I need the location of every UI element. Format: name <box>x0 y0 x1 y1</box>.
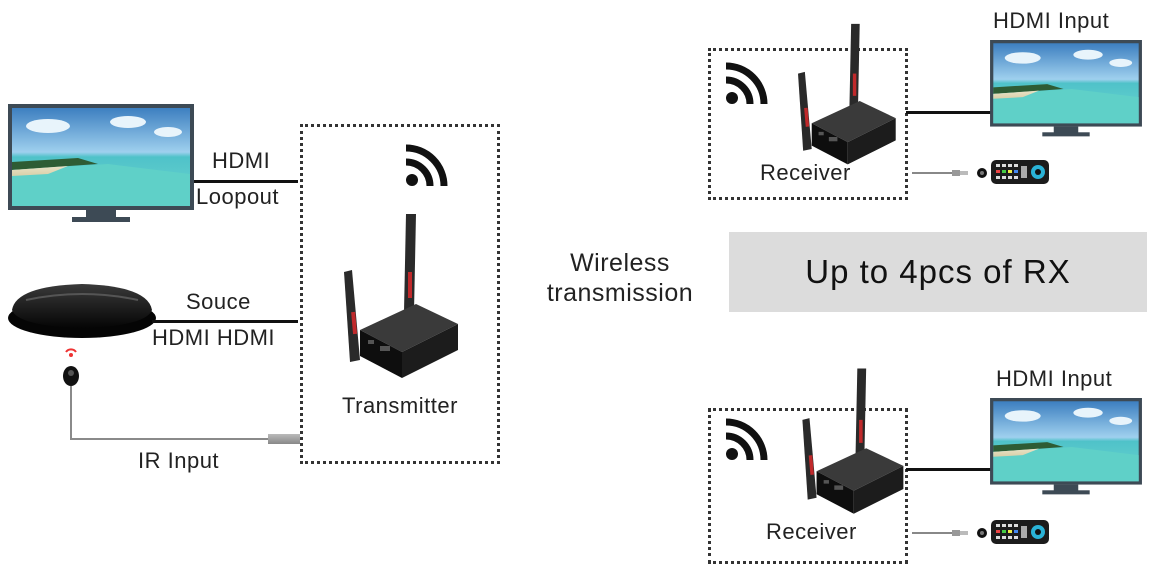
hdmi-label: HDMI <box>212 148 271 173</box>
media-player-icon <box>8 284 156 338</box>
hdmi-input-label-bottom: HDMI Input <box>996 366 1113 391</box>
wifi-icon <box>404 140 452 188</box>
ir-input-label: IR Input <box>138 448 220 473</box>
ir-cable-horizontal <box>70 438 270 440</box>
rx-count-banner: Up to 4pcs of RX <box>729 232 1147 312</box>
receiver-label-bottom: Receiver <box>766 519 857 544</box>
transmitter-label: Transmitter <box>342 393 458 418</box>
receiver-device-icon <box>786 22 906 168</box>
receiver-box-bottom <box>708 408 908 564</box>
hdmi-loopout-line <box>194 180 298 183</box>
tv-icon <box>990 40 1142 138</box>
hdmi-line-bottom <box>906 468 992 471</box>
ir-plug-icon <box>268 434 300 444</box>
ir-receiver-cable-icon <box>912 166 1002 180</box>
wifi-icon <box>724 58 772 106</box>
hdmi-hdmi-label: HDMI HDMI <box>152 325 276 350</box>
source-hdmi-line <box>152 320 298 323</box>
receiver-box-top <box>708 48 908 200</box>
hdmi-line-top <box>906 111 992 114</box>
wifi-icon <box>724 414 772 462</box>
receiver-label-top: Receiver <box>760 160 851 185</box>
souce-label: Souce <box>186 289 251 314</box>
wireless-transmission-label: Wireless transmission <box>530 248 710 308</box>
ir-sensor-icon <box>63 348 79 386</box>
transmitter-device-icon <box>330 212 470 382</box>
tv-icon <box>8 104 194 224</box>
wireless-label-line1: Wireless <box>570 249 670 277</box>
remote-control-icon <box>990 518 1054 546</box>
loopout-label: Loopout <box>196 184 280 209</box>
wireless-label-line2: transmission <box>546 279 694 307</box>
hdmi-input-label-top: HDMI Input <box>993 8 1110 33</box>
receiver-device-icon <box>790 354 914 530</box>
remote-control-icon <box>990 158 1054 186</box>
ir-receiver-cable-icon <box>912 526 1002 540</box>
ir-cable-vertical <box>70 386 72 440</box>
transmitter-box <box>300 124 500 464</box>
tv-icon <box>990 398 1142 496</box>
